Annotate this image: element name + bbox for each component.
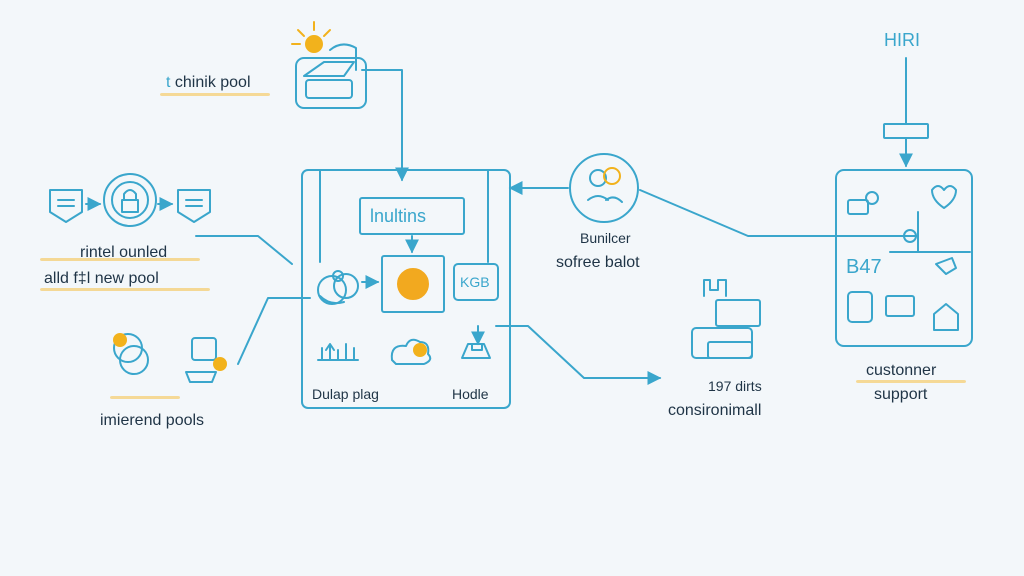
coin-icon <box>397 268 429 300</box>
hand-box-icon <box>295 43 367 109</box>
document-icon <box>49 189 83 223</box>
top-pool-prefix: t <box>166 74 171 91</box>
monitor-icon <box>691 279 761 359</box>
bank-icon <box>317 343 359 361</box>
mid-bottom-label: sofree balot <box>556 254 640 271</box>
people-icon <box>317 270 359 305</box>
lower-mid-line2: consironimall <box>668 402 762 419</box>
main-panel <box>301 169 511 409</box>
cloud-icon <box>390 338 432 365</box>
desk-icon <box>461 343 491 359</box>
right-bottom-line2: support <box>874 386 928 403</box>
chart-icon <box>113 333 149 375</box>
right-top-label: HIRI <box>884 30 920 50</box>
wifi-icon <box>935 257 957 275</box>
settings-icon <box>185 337 227 383</box>
lower-mid-line1: 197 dirts <box>708 378 762 394</box>
heart-icon <box>931 185 957 209</box>
right-panel <box>835 169 973 347</box>
bottom-left-label: imierend pools <box>100 412 205 429</box>
left-line1: rintel ounled <box>80 244 168 261</box>
book-icon <box>847 191 879 215</box>
apple-icon <box>903 229 917 243</box>
center-title: lnultins <box>370 206 427 226</box>
center-bottom-left: Dulap plag <box>312 386 379 402</box>
people-circle-icon <box>569 153 639 223</box>
shield-lock-icon <box>103 173 157 227</box>
mid-top-label: Bunilcer <box>580 230 631 246</box>
cabinet-icon <box>847 291 915 323</box>
top-pool-label: t chinik pool <box>166 74 251 92</box>
document-icon-2 <box>177 189 211 223</box>
top-pool-text: chinik pool <box>174 74 251 91</box>
center-bottom-right: Hodle <box>452 386 489 402</box>
sun-icon <box>291 21 331 53</box>
right-code-label: B47 <box>846 256 882 278</box>
house-icon <box>933 303 959 331</box>
decor-highlights <box>40 93 966 399</box>
right-bottom-line1: custonner <box>866 362 937 379</box>
center-box-right: KGB <box>460 274 490 290</box>
left-line2: alld f‡l new pool <box>44 270 159 287</box>
